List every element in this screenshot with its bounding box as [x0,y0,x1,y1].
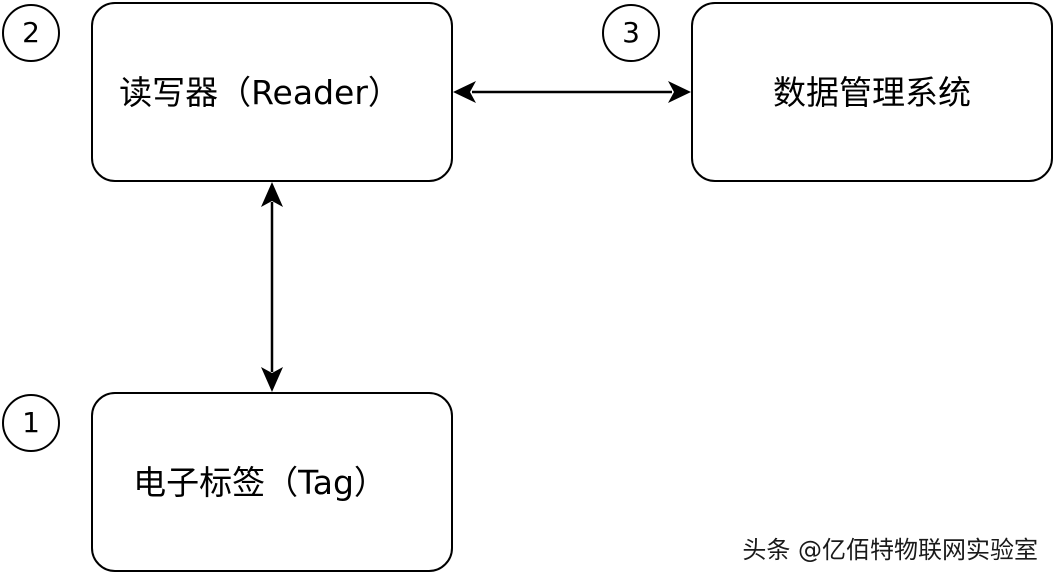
node-data-management-system: 数据管理系统 [691,2,1053,182]
step-number-badge-reader: 2 [2,4,60,62]
edge-reader-to-tag [261,182,283,392]
node-electronic-tag: 电子标签（Tag） [91,392,453,572]
watermark-text: 头条 @亿佰特物联网实验室 [742,536,1038,564]
arrowhead-down-icon [261,367,283,392]
edge-reader-to-data-management [453,81,691,103]
step-number-badge-data-management: 3 [602,4,660,62]
node-tag-label: 电子标签（Tag） [133,462,387,502]
node-reader-label: 读写器（Reader） [119,72,401,112]
arrowhead-left-icon [453,81,476,103]
step-number-badge-tag: 1 [2,394,60,452]
node-data-management-label: 数据管理系统 [773,72,971,112]
node-reader: 读写器（Reader） [91,2,453,182]
arrowhead-right-icon [668,81,691,103]
arrowhead-up-icon [261,182,283,207]
